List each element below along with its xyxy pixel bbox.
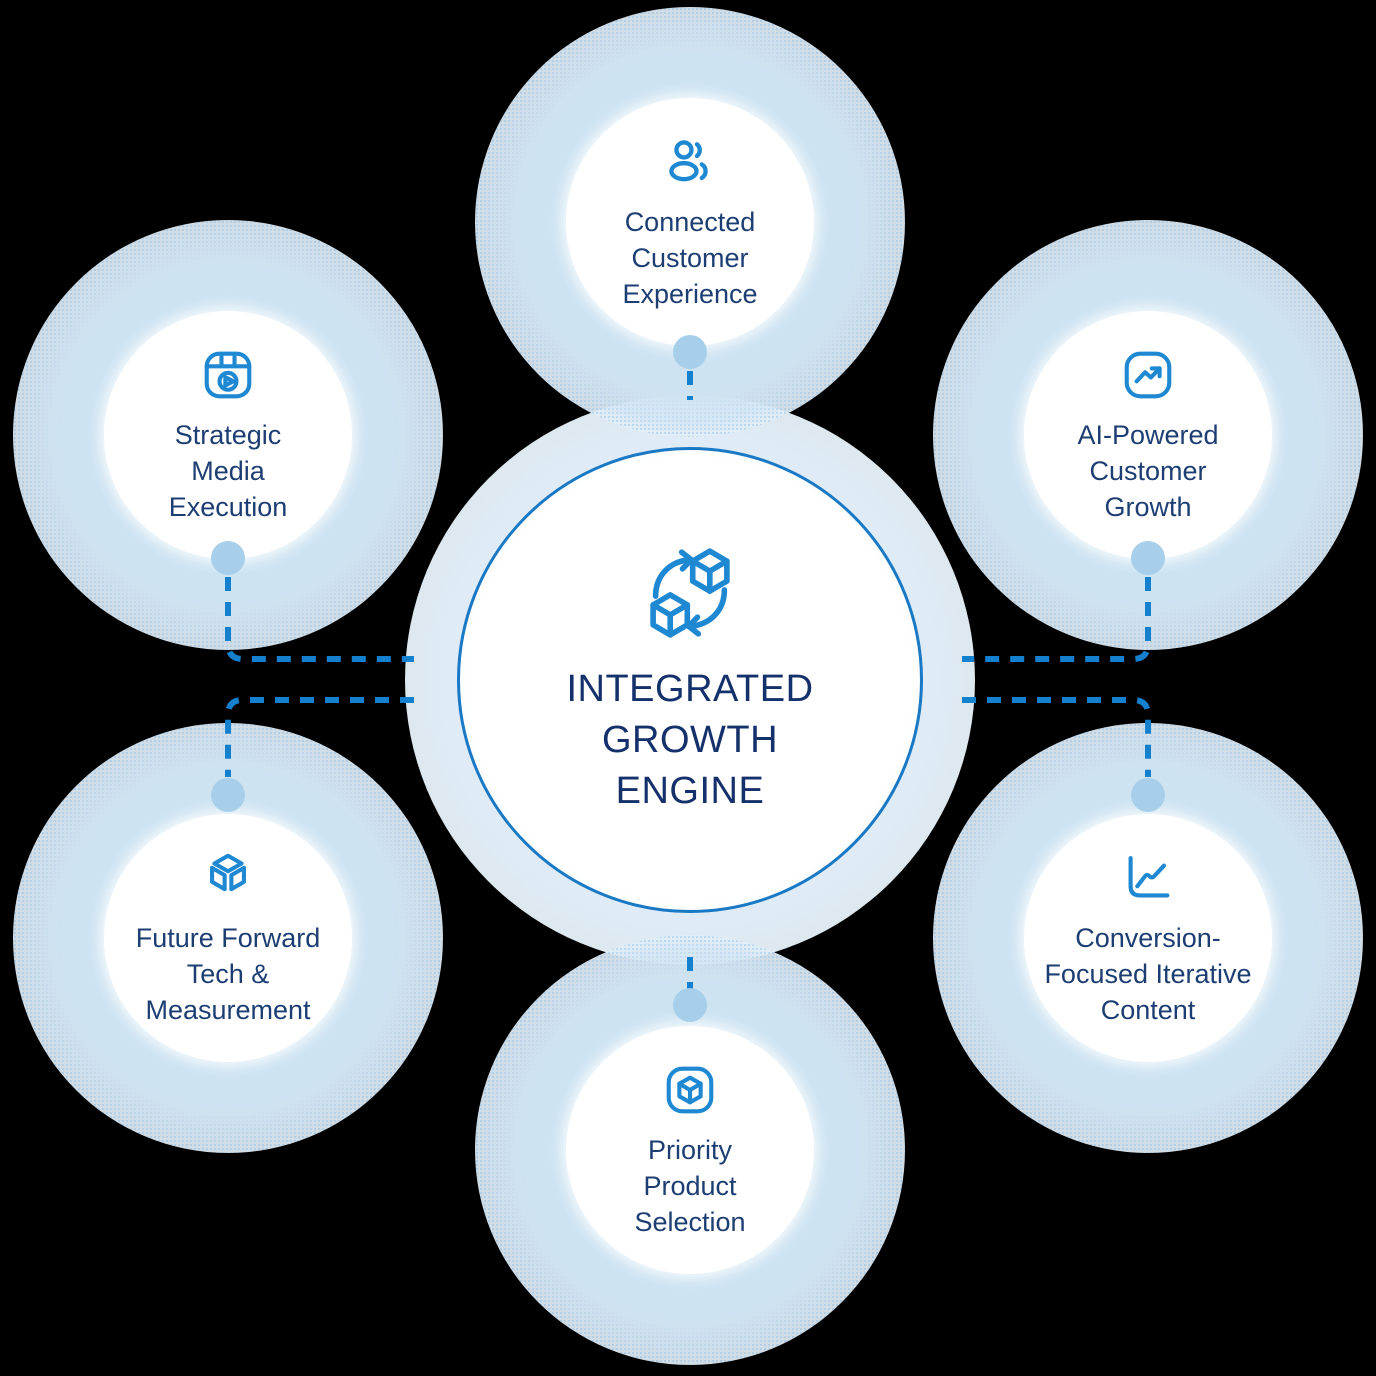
users-icon — [661, 133, 719, 196]
connector-dot-top-left — [211, 541, 245, 575]
package-cube-icon — [661, 1061, 719, 1124]
node-label-line: AI-Powered — [1077, 419, 1219, 450]
connector-dot-top — [673, 335, 707, 369]
node-label-line: Conversion- — [1075, 922, 1221, 953]
node-label-line: Growth — [1104, 491, 1192, 522]
cube-3d-icon — [199, 849, 257, 912]
node-label-line: Focused Iterative — [1044, 958, 1252, 989]
node-label-line: Future Forward — [135, 922, 321, 953]
node-label-line: Priority — [647, 1134, 732, 1165]
node-label-line: Customer — [631, 242, 749, 273]
connector-dot-bottom-left — [211, 778, 245, 812]
connector-dot-bottom — [673, 988, 707, 1022]
node-label-line: Content — [1100, 994, 1196, 1025]
media-player-icon — [199, 346, 257, 409]
trend-up-icon — [1119, 346, 1177, 409]
hub-circle: INTEGRATED GROWTH ENGINE — [457, 447, 923, 913]
node-circle: Future Forward Tech & Measurement — [104, 814, 352, 1062]
hub-title-line: GROWTH — [601, 719, 779, 761]
node-label-line: Measurement — [145, 994, 311, 1025]
hub-title-line: INTEGRATED — [566, 668, 814, 710]
node-circle: AI-Powered Customer Growth — [1024, 311, 1272, 559]
node-label-line: Customer — [1089, 455, 1207, 486]
connector-dot-bottom-right — [1131, 778, 1165, 812]
connector-bottom-left — [225, 697, 414, 777]
node-label-line: Connected — [624, 206, 756, 237]
node-circle: Conversion- Focused Iterative Content — [1024, 814, 1272, 1062]
connector-top-left — [225, 577, 414, 662]
node-label-line: Execution — [168, 491, 288, 522]
connector-top-right — [962, 577, 1151, 662]
node-label-line: Media — [191, 455, 265, 486]
node-circle: Priority Product Selection — [566, 1026, 814, 1274]
node-label-line: Product — [643, 1170, 737, 1201]
node-circle: Strategic Media Execution — [104, 311, 352, 559]
node-label-line: Experience — [622, 278, 758, 309]
cycle-cubes-icon — [640, 543, 740, 648]
chart-line-icon — [1119, 849, 1177, 912]
node-circle: Connected Customer Experience — [566, 98, 814, 346]
hub-title-line: ENGINE — [615, 770, 765, 812]
connector-dot-top-right — [1131, 541, 1165, 575]
node-label-line: Tech & — [186, 958, 270, 989]
connector-bottom-right — [962, 697, 1151, 777]
node-label-line: Strategic — [174, 419, 282, 450]
node-label-line: Selection — [634, 1206, 746, 1237]
